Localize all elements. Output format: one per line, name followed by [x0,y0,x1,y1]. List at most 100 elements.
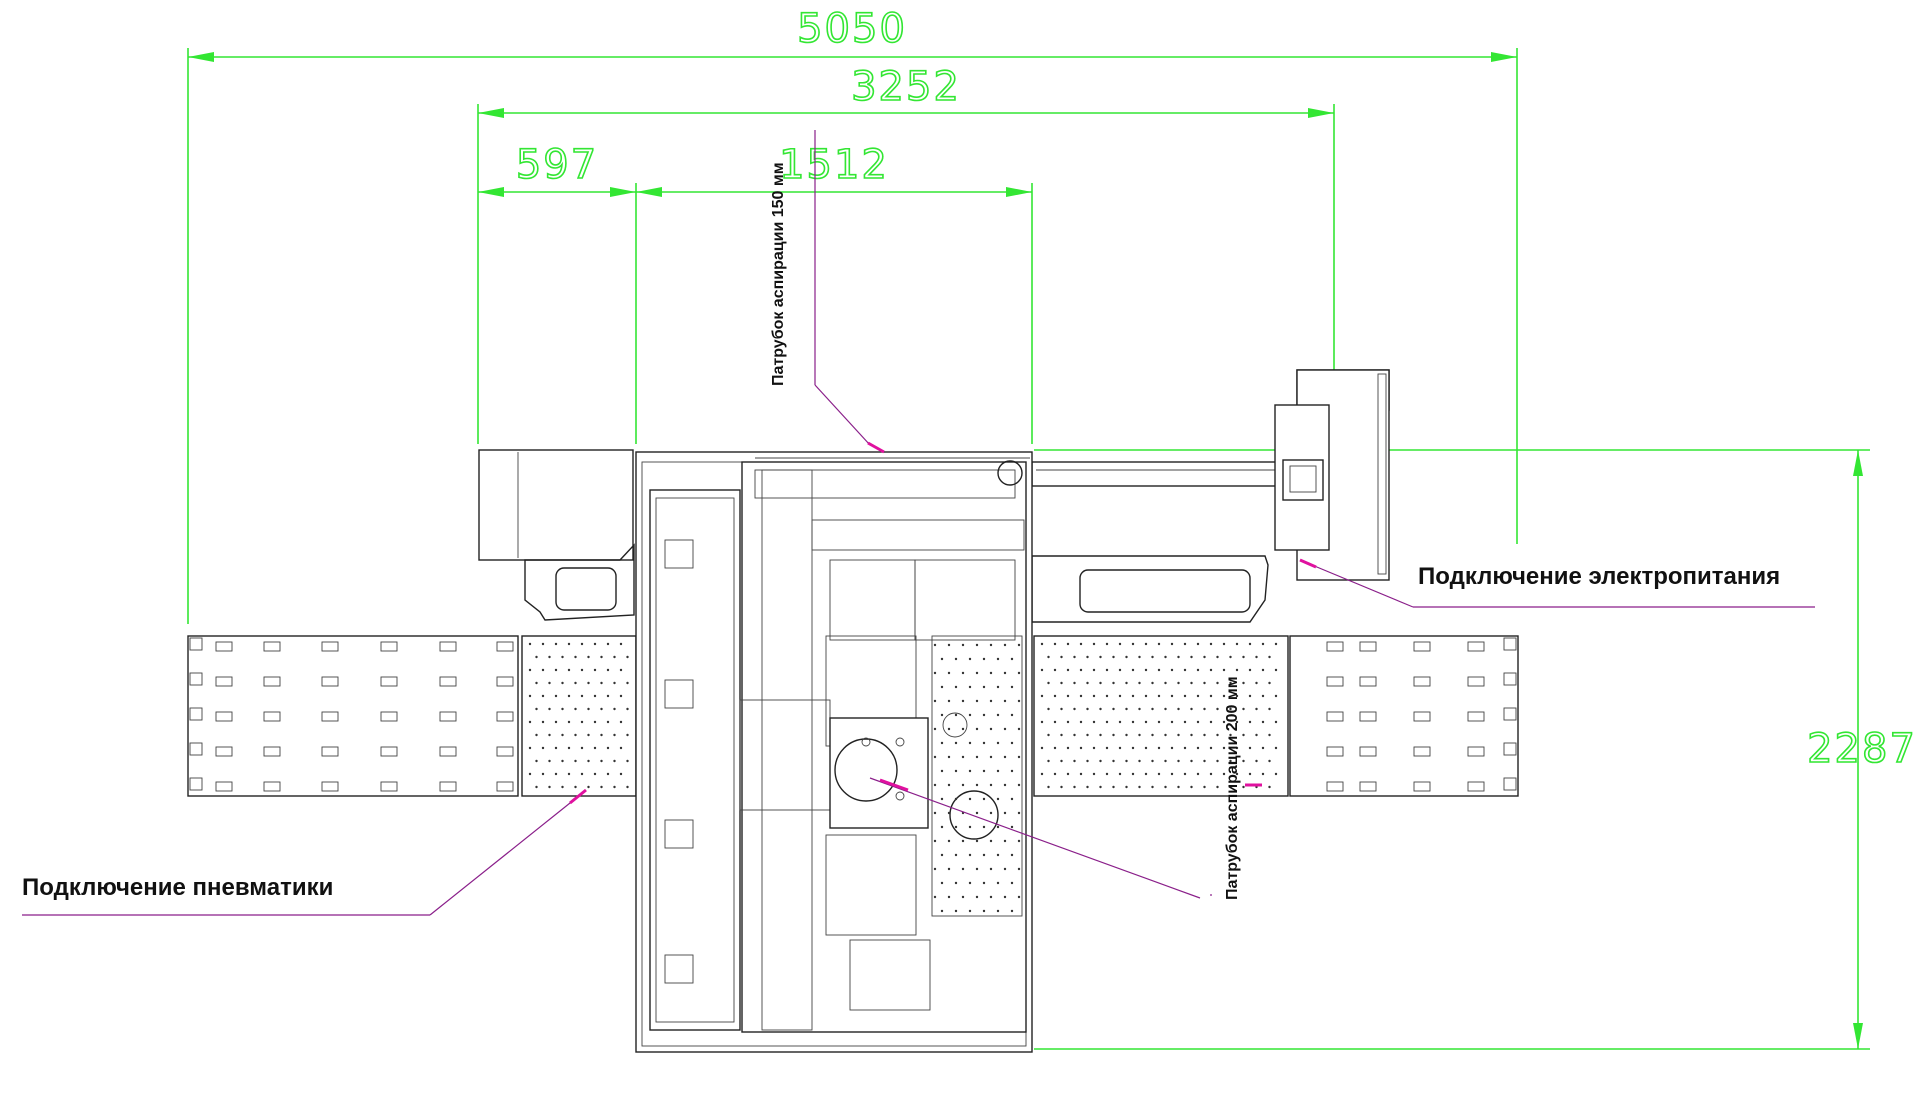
dimension-3252-text: 3252 [851,64,961,110]
perforation-dot [1261,720,1265,724]
roller-hole [439,781,457,792]
perforation-dot [1105,642,1109,646]
perforation-dot [989,671,993,675]
perforation-dot [996,825,1000,829]
perforation-dot [1112,759,1115,763]
perforation-dot [1229,707,1232,711]
perforation-dot [975,839,979,843]
perforation-dot [989,643,993,647]
perforation-dot [1112,707,1115,711]
perforation-dot [580,772,584,776]
perforation-dot [1010,657,1014,661]
perforation-dot [1151,759,1154,763]
perforation-dot [1066,642,1070,646]
perforation-dot [947,895,951,899]
perforation-dot [933,867,937,871]
perforation-dot [1010,853,1014,857]
perforation-dot [1170,772,1174,776]
perforation-dot [593,694,597,698]
perforation-dot [1157,694,1161,698]
roller-hole [263,676,281,687]
perforation-dot [982,685,986,689]
perforation-dot [1209,746,1213,750]
perforation-dot [535,655,538,659]
perforation-dot [1170,668,1174,672]
perforation-dot [989,699,993,703]
left-upper-housing [478,449,634,561]
perforation-dot [1216,707,1219,711]
perforation-dot [606,720,610,724]
perforation-dot [541,746,545,750]
perforation-dot [1274,694,1278,698]
perforation-dot [1010,909,1014,913]
perforation-dot [975,727,979,731]
perforation-dot [1164,733,1167,737]
perforation-dot [535,681,538,685]
perforation-dot [1066,746,1070,750]
perforation-dot [954,825,958,829]
perforation-dot [961,671,965,675]
roller-hole [215,781,233,792]
perforation-dot [1170,694,1174,698]
perforation-dot [548,785,551,789]
roller-hole [380,746,398,757]
perforation-dot [1053,668,1057,672]
perforation-dot [1053,694,1057,698]
perforation-dot [1047,733,1050,737]
perforation-dot [1003,727,1007,731]
perforation-dot [1060,655,1063,659]
perforation-dot [1216,785,1219,789]
perforation-dot [1131,746,1135,750]
perforation-dot [606,772,610,776]
perforation-dot [1047,707,1050,711]
perforation-dot [1010,769,1014,773]
roller-hole [1359,676,1377,687]
perforation-dot [561,707,564,711]
perforation-dot [1040,746,1044,750]
perforation-dot [1164,759,1167,763]
perforation-dot [975,755,979,759]
perforation-dot [982,797,986,801]
perforation-dot [1010,741,1014,745]
left-roller-table [187,635,519,797]
perforation-dot [1209,694,1213,698]
machine-body [187,369,1519,1053]
perforation-dot [1196,694,1200,698]
roller-hole [215,641,233,652]
perforation-dot [1157,772,1161,776]
perforation-dot [1003,699,1007,703]
perforation-dot [1086,785,1089,789]
perforation-dot [968,657,972,661]
perforation-dot [1229,681,1232,685]
perforation-dot [1099,681,1102,685]
roller-hole [263,711,281,722]
perforation-dot [961,699,965,703]
perforation-dot [1144,668,1148,672]
perforation-dot [541,668,545,672]
perforation-dot [528,746,532,750]
roller-hole [380,711,398,722]
perforation-dot [1086,655,1089,659]
perforation-dot [1017,755,1021,759]
perforation-dot [548,759,551,763]
perforation-dot [1164,785,1167,789]
perforation-dot [554,668,558,672]
right-beam [1031,461,1283,487]
perforation-dot [535,707,538,711]
perforation-dot [1268,655,1271,659]
perforation-dot [1177,733,1180,737]
dimension-2287: 2287 [1034,449,1916,1050]
roller-hole [439,711,457,722]
perforation-dot [1047,655,1050,659]
perforation-dot [968,713,972,717]
perforation-dot [1105,772,1109,776]
perforation-dot [1196,668,1200,672]
perforation-dot [1118,642,1122,646]
perforation-dot [561,681,564,685]
perforation-dot [1053,772,1057,776]
perforation-dot [1203,785,1206,789]
roller-hole [380,641,398,652]
perforation-dot [567,772,571,776]
perforation-dot [1151,785,1154,789]
perforation-dot [1118,772,1122,776]
